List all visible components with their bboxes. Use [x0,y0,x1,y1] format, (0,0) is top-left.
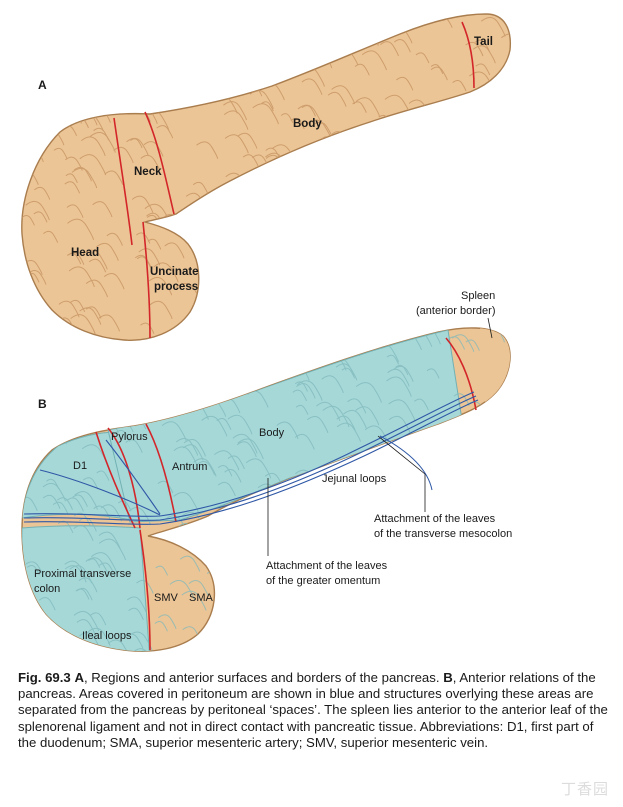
antrum-border [145,423,177,523]
body-tail-border [461,21,475,89]
mesocolon-pointer-a [379,435,433,491]
label-pylorus: Pylorus [111,431,148,443]
area-stomach-body [107,329,463,523]
label-omentum-line2: of the greater omentum [266,575,380,587]
d1-border [95,431,136,529]
pylorus-peritoneal-line [105,439,161,515]
smv-border [139,529,151,651]
label-d1: D1 [73,460,87,472]
pancreas-b [21,327,511,652]
caption-a-text: , Regions and anterior surfaces and bord… [83,670,440,685]
mesocolon-pointer [377,435,426,475]
label-spleen-line1: Spleen [461,290,495,302]
pancreas-figure: A Head Neck Body Tail Uncinate process B [21,13,512,652]
mesocolon-attachment-lines [23,391,479,525]
spleen-pointer [487,317,493,339]
d1-peritoneal-line [39,469,161,516]
label-neck: Neck [134,166,162,178]
neck-body-border [144,111,175,215]
spleen-border [445,337,477,411]
pancreas-a [21,13,512,341]
label-jejunal-loops: Jejunal loops [322,473,387,485]
uncinate-border [142,221,151,339]
caption-fig-number: Fig. 69.3 [18,670,71,685]
watermark: 丁香园 [560,781,609,798]
caption-b-letter: B [443,670,453,685]
label-colon-line2: colon [34,583,60,595]
figure-caption: Fig. 69.3 A, Regions and anterior surfac… [18,670,608,751]
label-omentum-line1: Attachment of the leaves [266,560,388,572]
panel-b-letter: B [38,397,47,411]
label-mesocolon-line2: of the transverse mesocolon [374,528,512,540]
label-uncinate-line1: Uncinate [150,266,199,278]
label-antrum: Antrum [172,461,207,473]
label-mesocolon-line1: Attachment of the leaves [374,513,496,525]
label-body: Body [293,118,322,130]
panel-a-letter: A [38,78,47,92]
label-smv: SMV [154,592,179,604]
label-spleen-line2: (anterior border) [416,305,495,317]
label-tail: Tail [474,36,493,48]
head-neck-border [113,117,133,246]
label-colon-line1: Proximal transverse [34,568,131,580]
label-head: Head [71,247,99,259]
caption-a-letter: A [74,670,84,685]
label-ileal-loops: Ileal loops [82,630,132,642]
label-sma: SMA [189,592,214,604]
label-body-b: Body [259,427,285,439]
caption-b-text: , Anterior relations of the pancreas. Ar… [18,670,608,750]
label-uncinate-line2: process [154,281,198,293]
